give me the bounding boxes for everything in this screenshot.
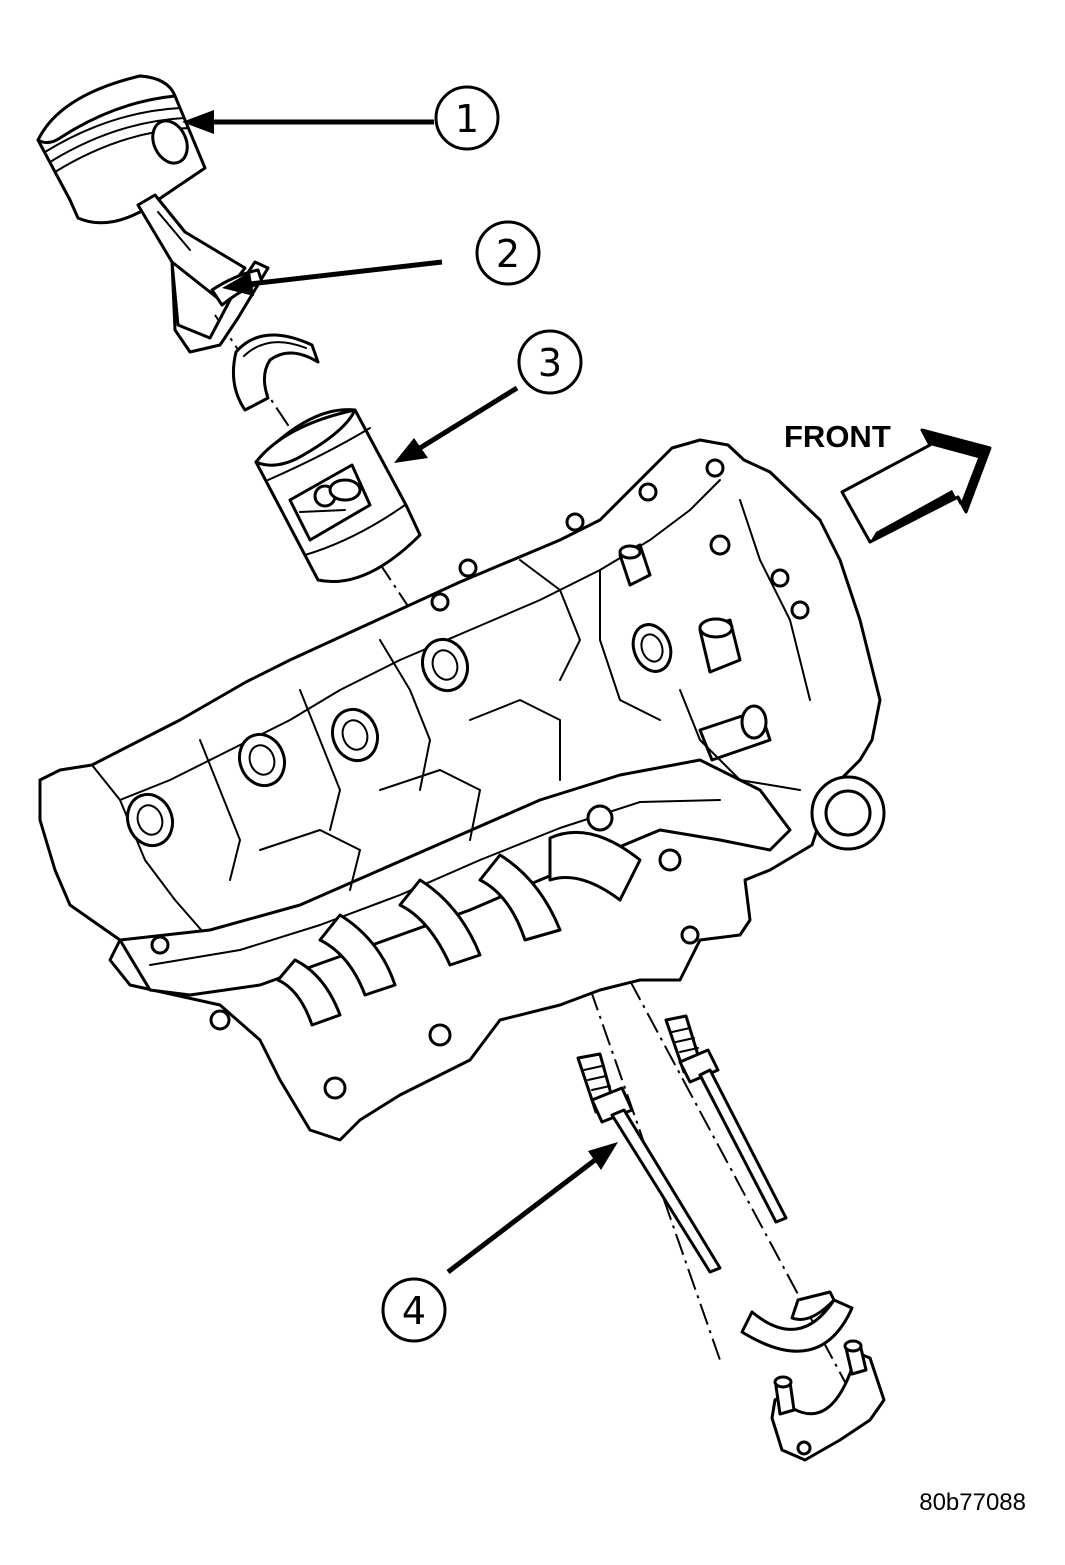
rod-bolt-guides [576, 1014, 788, 1274]
crankshaft-journals [150, 804, 700, 1100]
front-direction-arrow: FRONT [784, 419, 992, 544]
block-bosses [430, 458, 810, 762]
upper-bearing-shell [232, 333, 320, 412]
piston-and-connecting-rod [36, 74, 270, 354]
cylinder-bores [125, 623, 673, 848]
callout-3-number: 3 [538, 341, 562, 385]
figure-id: 80b77088 [919, 1489, 1026, 1516]
connecting-rod-cap [770, 1339, 886, 1462]
callout-4-number: 4 [402, 1289, 426, 1333]
callout-4: 4 [381, 1277, 447, 1343]
callout-2-number: 2 [496, 232, 520, 276]
front-label: FRONT [784, 419, 891, 454]
lower-bearing-shell [740, 1290, 854, 1353]
callout-2: 2 [475, 220, 541, 286]
callout-1: 1 [434, 85, 500, 151]
callout-3: 3 [517, 329, 583, 395]
callout-1-number: 1 [455, 97, 479, 141]
ring-compressor [254, 408, 422, 584]
leader-arrows [182, 110, 618, 1274]
engine-block [38, 438, 886, 1142]
block-rib-lines [199, 499, 811, 891]
